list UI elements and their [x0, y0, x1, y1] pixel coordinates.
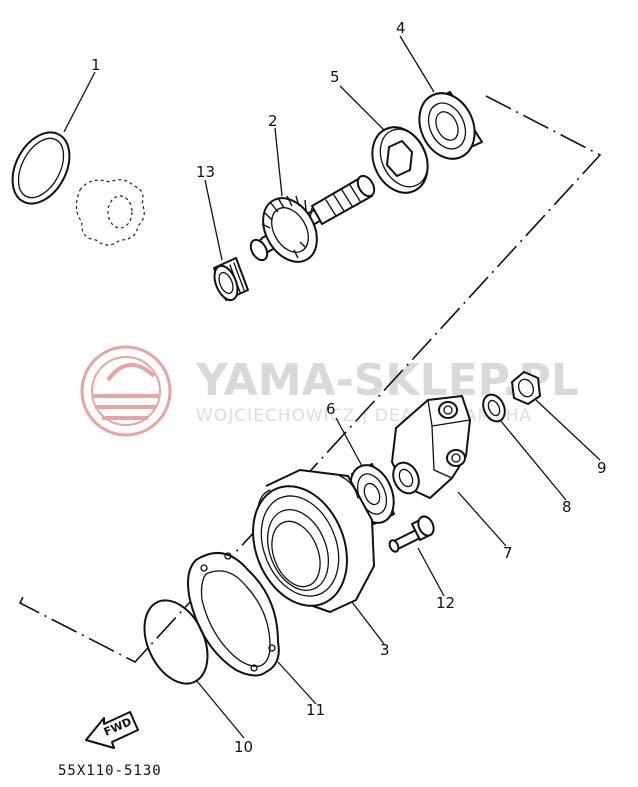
callout-5: 5	[330, 68, 340, 86]
o-ring-top-part	[11, 131, 71, 205]
gasket-part	[187, 552, 280, 677]
leader-lines	[63, 35, 601, 739]
bearing-housing-part	[252, 469, 375, 613]
watermark-logo-icon	[80, 345, 172, 437]
callout-10: 10	[234, 738, 253, 756]
nut-part-9	[511, 371, 541, 405]
callout-1: 1	[91, 56, 101, 74]
callout-9: 9	[597, 459, 607, 477]
diagram-code: 55X110-5130	[58, 763, 162, 779]
callout-7: 7	[503, 544, 513, 562]
o-ring-bottom-part	[143, 599, 209, 685]
callout-11: 11	[306, 701, 325, 719]
assembly-boundary-line	[18, 95, 602, 663]
bearing-part-4	[418, 91, 483, 160]
watermark-subtitle: WOJCIECHOWICZ | DEALER YAMAHA	[196, 406, 532, 426]
callout-12: 12	[436, 594, 455, 612]
callout-6: 6	[326, 400, 336, 418]
universal-joint-yoke-part	[391, 395, 471, 499]
watermark: YAMA-SKLEP.PL WOJCIECHOWICZ | DEALER YAM…	[80, 345, 579, 437]
callout-4: 4	[396, 19, 406, 37]
pinion-gear-shaft-part	[249, 174, 376, 263]
callout-13: 13	[196, 163, 215, 181]
forward-arrow-icon	[85, 711, 139, 749]
callout-2: 2	[268, 112, 278, 130]
callout-3: 3	[380, 641, 390, 659]
needle-bearing-part	[213, 257, 249, 302]
fwd-direction-marker: FWD	[85, 711, 139, 749]
reference-outline	[75, 179, 145, 246]
callout-8: 8	[562, 498, 572, 516]
nut-part-5	[371, 126, 429, 194]
callout-numbers: 1 2 3 4 5 6 7 8 9 10 11 12 13	[91, 19, 607, 756]
bolt-part	[388, 515, 435, 553]
